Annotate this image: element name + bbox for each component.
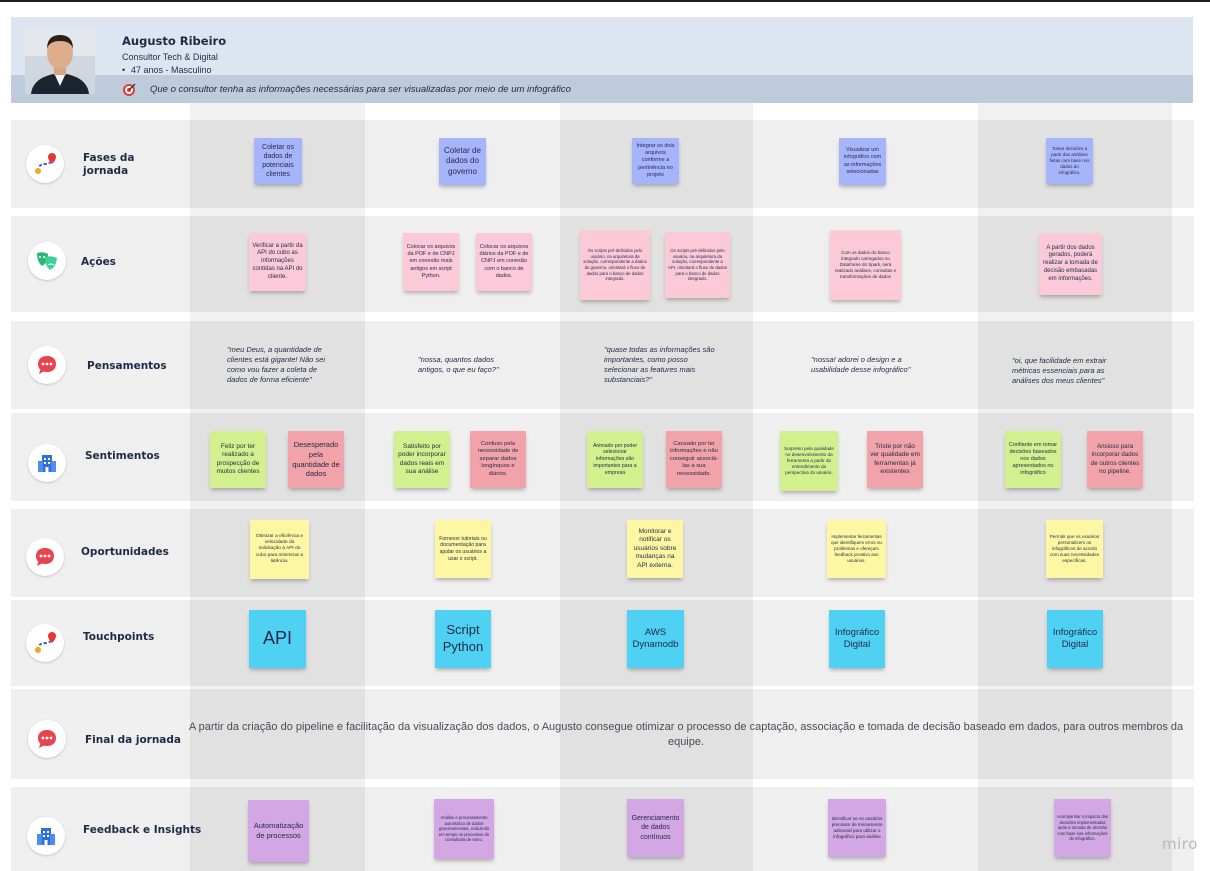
row-label-touchpoints: Touchpoints — [83, 631, 155, 643]
sticky-oportunidade-3[interactable]: Monitorar e notificar os usuários sobre … — [627, 520, 683, 578]
sticky-sentimento-2[interactable]: Desesperado pela quantidade de dados — [288, 431, 344, 488]
sticky-feedback-4[interactable]: Identificar se os usuários precisam de t… — [828, 799, 886, 857]
sticky-sentimento-5[interactable]: Animado por poder selecionar informações… — [587, 431, 643, 488]
sticky-acao-6[interactable]: Com os dados do banco integrado carregad… — [830, 230, 901, 300]
sticky-oportunidade-2[interactable]: Fornecer tutoriais ou documentação para … — [435, 520, 491, 578]
row-label-sentimentos: Sentimentos — [85, 450, 160, 462]
thought-3: "quase todas as informações são importan… — [604, 345, 715, 385]
sticky-sentimento-1[interactable]: Feliz por ter realizado a prospecção de … — [210, 431, 266, 488]
chat-bubble-icon — [26, 538, 64, 576]
chat-bubble-icon — [28, 720, 66, 758]
building-icon — [27, 817, 65, 855]
sticky-sentimento-3[interactable]: Satisfeito por poder incorporar dados re… — [394, 431, 450, 488]
thought-1: "meu Deus, a quantidade de clientes está… — [227, 345, 325, 385]
sticky-touchpoint-2[interactable]: Script Python — [435, 610, 491, 668]
sticky-feedback-1[interactable]: Automatização de processos — [248, 800, 309, 862]
goal-strip — [11, 75, 1193, 103]
row-oportunidades — [11, 509, 1194, 597]
sticky-acao-4[interactable]: Os scripts pré-definidos pelo usuário, n… — [580, 230, 650, 300]
sticky-acao-1[interactable]: Verificar a partir da API do cubo as inf… — [249, 233, 306, 291]
persona-role: Consultor Tech & Digital — [122, 52, 218, 62]
final-text: A partir da criação do pipeline e facili… — [188, 721, 1184, 748]
row-label-final: Final da jornada — [85, 734, 181, 746]
sticky-touchpoint-4[interactable]: Infográfico Digital — [829, 610, 885, 668]
sticky-oportunidade-1[interactable]: Otimizar a eficiência e velocidade da so… — [250, 520, 309, 579]
route-icon — [26, 145, 64, 183]
thought-5: "oi, que facilidade em extrair métricas … — [1012, 356, 1107, 386]
sticky-fase-2[interactable]: Coletar de dados do governo — [439, 138, 486, 185]
row-fases — [11, 120, 1194, 208]
sticky-acao-5[interactable]: Os scripts pré-definidos pelo usuário, n… — [665, 232, 730, 298]
persona-name: Augusto Ribeiro — [122, 34, 227, 48]
sticky-feedback-5[interactable]: Acompanhar o impacto das decisões implem… — [1054, 799, 1111, 857]
row-touchpoints — [11, 600, 1194, 686]
sticky-sentimento-10[interactable]: Ansioso para incorporar dados de outros … — [1087, 431, 1143, 488]
sticky-feedback-2[interactable]: Análise e processamento automático de da… — [434, 799, 494, 859]
row-label-pensamentos: Pensamentos — [87, 360, 167, 372]
sticky-fase-4[interactable]: Visualizar um infográfico com as informa… — [839, 138, 886, 185]
sticky-acao-3[interactable]: Colocar os arquivos diários da POF e de … — [476, 233, 532, 291]
top-border — [0, 0, 1210, 2]
row-feedback — [11, 787, 1194, 871]
row-label-fases: Fases da jornada — [83, 152, 135, 177]
row-label-oportunidades: Oportunidades — [81, 546, 169, 558]
sticky-oportunidade-5[interactable]: Permitir que os usuários personalizem os… — [1046, 520, 1103, 578]
sticky-touchpoint-3[interactable]: AWS Dynamodb — [627, 610, 684, 668]
row-label-acoes: Ações — [81, 256, 116, 268]
row-final — [11, 689, 1194, 779]
chat-bubble-icon — [28, 346, 66, 384]
persona-goal: Que o consultor tenha as informações nec… — [150, 84, 571, 95]
sticky-feedback-3[interactable]: Gerenciamento de dados contínuos — [627, 799, 684, 857]
sticky-sentimento-7[interactable]: Surpreso pela qualidade no desenvolvimen… — [780, 431, 838, 491]
building-icon — [28, 444, 66, 482]
miro-logo: miro — [1162, 835, 1198, 853]
row-label-feedback: Feedback e Insights — [83, 824, 202, 836]
thought-4: "nossa! adorei o design e a usabilidade … — [811, 355, 911, 375]
theater-masks-icon — [28, 242, 66, 280]
sticky-sentimento-9[interactable]: Confiante em tomar decisões baseados nos… — [1005, 431, 1061, 488]
sticky-sentimento-8[interactable]: Triste por não ver qualidade em ferramen… — [867, 431, 923, 488]
sticky-acao-2[interactable]: Colocar os arquivos da POF e de CNPJ em … — [403, 233, 459, 291]
row-pensamentos — [11, 321, 1194, 409]
sticky-sentimento-4[interactable]: Confuso pela necessidade de separar dado… — [470, 431, 526, 488]
sticky-fase-3[interactable]: Integrar os dois arquivos conforme a per… — [632, 138, 679, 184]
sticky-sentimento-6[interactable]: Cansado por ter informações e não conseg… — [666, 431, 722, 488]
sticky-fase-5[interactable]: Tomar decisões a partir das análises fei… — [1046, 138, 1093, 184]
thought-2: "nossa, quantos dados antigos, o que eu … — [418, 355, 499, 375]
sticky-touchpoint-1[interactable]: API — [249, 610, 306, 668]
persona-age: 47 anos - Masculino — [122, 65, 211, 75]
sticky-oportunidade-4[interactable]: Implementar ferramentas que identifiquem… — [827, 520, 886, 578]
target-icon — [122, 83, 136, 97]
avatar — [25, 26, 95, 94]
sticky-touchpoint-5[interactable]: Infográfico Digital — [1047, 610, 1103, 668]
sticky-fase-1[interactable]: Coletar os dados de potenciais clientes — [254, 138, 302, 184]
route-icon — [26, 624, 64, 662]
sticky-acao-7[interactable]: A partir dos dados gerados, poderá reali… — [1039, 233, 1102, 295]
